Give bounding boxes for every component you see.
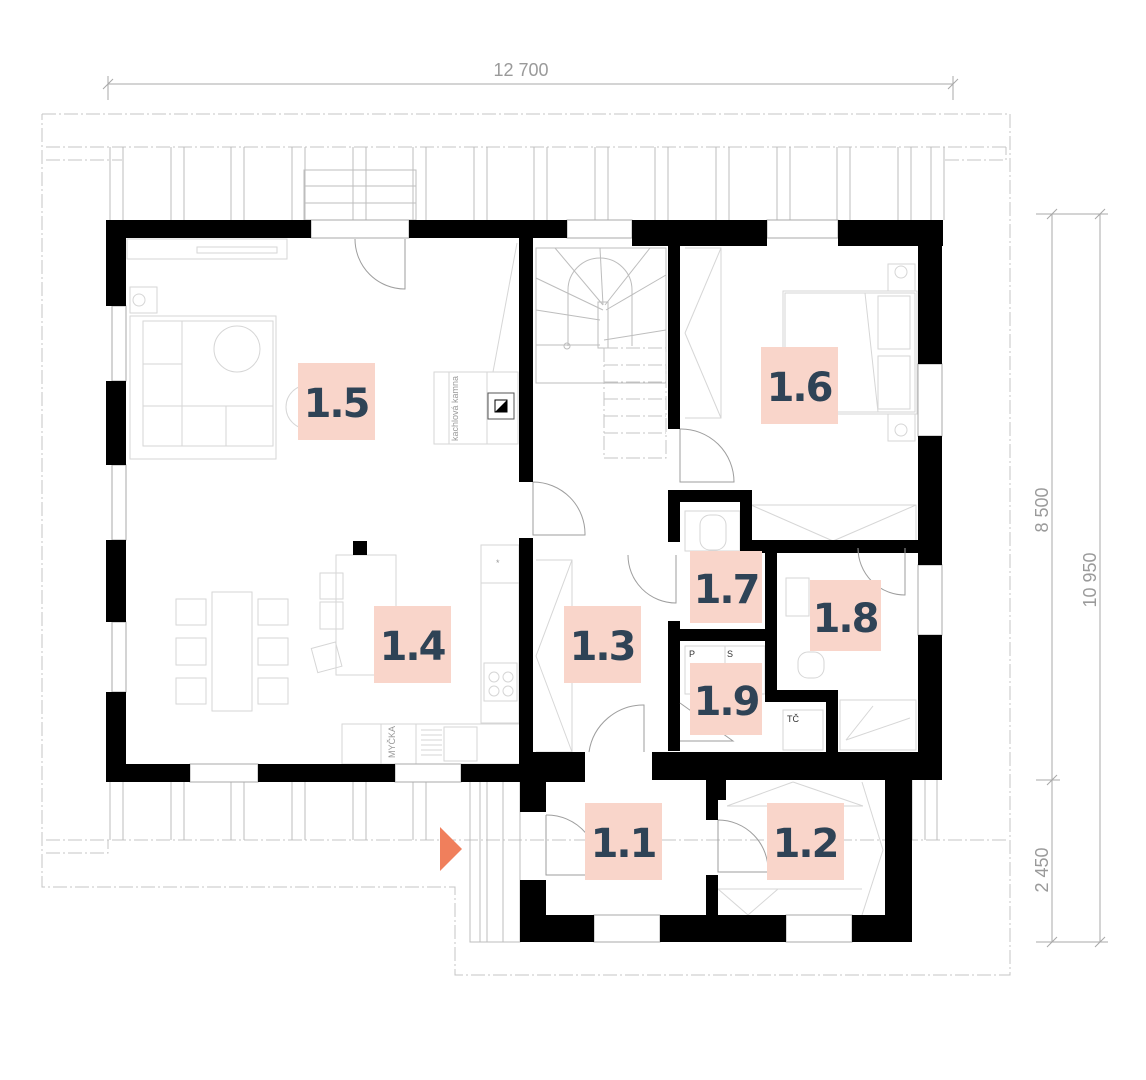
svg-text:1.7: 1.7 [694,567,759,613]
room-label-1.7: 1.7 [690,551,762,623]
walls [106,220,943,942]
room-label-1.6: 1.6 [761,347,838,424]
dim-main-depth: 8 500 [1032,487,1052,532]
svg-text:1.3: 1.3 [570,624,635,670]
svg-text:1.1: 1.1 [591,821,656,867]
dim-overall-width: 12 700 [493,60,548,80]
svg-text:1.4: 1.4 [380,624,445,670]
room-label-1.3: 1.3 [564,606,641,683]
dimension-width: 12 700 [102,60,959,100]
room-label-1.5: 1.5 [298,363,375,440]
dim-overall-depth: 10 950 [1080,552,1100,607]
furniture: kachlová kamna * MYČKA [126,238,918,916]
svg-text:*: * [496,558,500,568]
dim-entrance-depth: 2 450 [1032,847,1052,892]
svg-text:1.8: 1.8 [813,596,878,642]
room-label-1.2: 1.2 [767,803,844,880]
room-label-1.9: 1.9 [690,663,762,735]
heat-pump-label: TČ [787,714,799,724]
dimension-depth: 8 500 10 950 2 450 [1032,208,1108,948]
room-label-1.4: 1.4 [374,606,451,683]
boiler-s-label: S [727,649,733,659]
svg-text:1.9: 1.9 [694,679,759,725]
svg-text:1.2: 1.2 [773,821,838,867]
entrance-arrow-icon [440,827,462,871]
boiler-p-label: P [689,649,695,659]
svg-text:1.6: 1.6 [767,365,832,411]
dishwasher-label: MYČKA [387,726,397,758]
room-label-1.1: 1.1 [585,803,662,880]
room-label-1.8: 1.8 [810,580,881,651]
stove-label: kachlová kamna [450,376,460,441]
svg-text:1.5: 1.5 [304,381,369,427]
